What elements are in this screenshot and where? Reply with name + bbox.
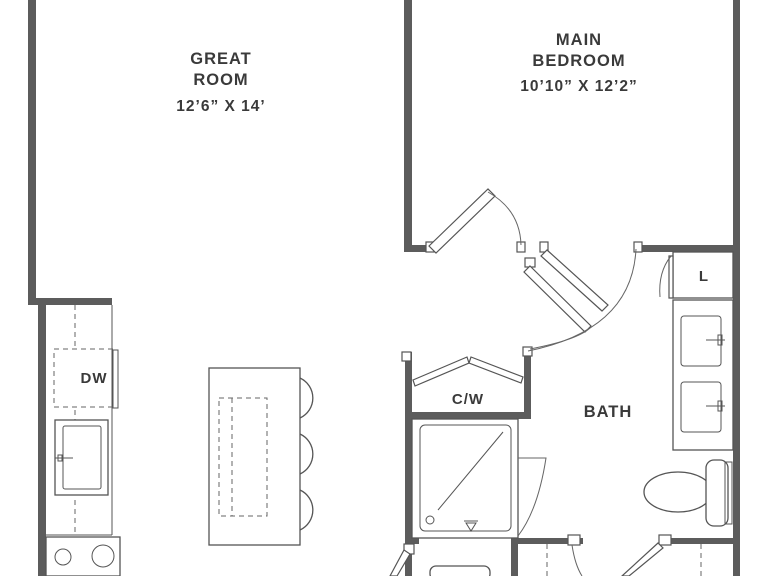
main-bedroom-size: 10’10” X 12’2”	[520, 78, 637, 95]
vanity-sink	[680, 381, 722, 433]
island-outline	[208, 367, 301, 546]
toilet-tank	[705, 459, 729, 527]
door-leaf	[468, 356, 524, 384]
shower-pan-slope	[437, 431, 504, 511]
main-bedroom-name-line1: MAIN	[556, 31, 602, 49]
bar-stool	[299, 489, 314, 531]
wall-closet-left	[405, 352, 412, 576]
kitchen-counter	[46, 305, 113, 536]
great-room-labels: GREAT ROOM 12’6” X 14’	[176, 50, 265, 115]
island-cabinets	[218, 397, 268, 517]
great-room-size: 12’6” X 14’	[176, 98, 265, 115]
wall-cap	[633, 241, 643, 253]
wall-kitchen-left	[38, 305, 46, 576]
stove-burner	[91, 544, 115, 568]
bottom-doors	[389, 542, 664, 576]
bath-door	[523, 248, 637, 352]
toilet-tank-edge	[724, 461, 733, 525]
closet-bifold-doors	[412, 356, 524, 387]
wall-closet-bottom	[405, 412, 531, 419]
wall-cap	[567, 534, 581, 546]
linen-door-swing	[659, 255, 672, 298]
shower-drain-icon	[464, 520, 478, 532]
bar-stool	[299, 433, 314, 475]
walls	[28, 0, 740, 576]
door-leaf	[523, 265, 592, 333]
closet-washer-label: C/W	[452, 391, 484, 408]
vanity-sink	[680, 315, 722, 367]
door-swing	[527, 248, 637, 352]
bath-label: BATH	[584, 403, 633, 421]
wall-cap	[522, 346, 533, 357]
shower-outer	[411, 418, 519, 539]
stove-burner	[54, 548, 72, 566]
dishwasher-outline	[53, 348, 114, 408]
bath: BATH L	[429, 251, 734, 576]
door-leaf	[389, 549, 411, 576]
toilet	[643, 459, 733, 527]
wall-bedroom-bottom-left	[404, 245, 430, 252]
wall-cap	[401, 351, 412, 362]
wall-bedroom-left	[404, 0, 412, 252]
main-bedroom-labels: MAIN BEDROOM 10’10” X 12’2”	[520, 31, 637, 95]
door-leaf	[412, 356, 470, 387]
wall-great-room-left	[28, 0, 36, 305]
shower	[411, 418, 547, 539]
door-swing	[571, 544, 583, 576]
shower-pan	[419, 424, 512, 532]
dishwasher-label: DW	[81, 370, 108, 387]
linen-closet: L	[659, 251, 734, 299]
sink-faucet-knob	[57, 454, 63, 462]
stove-outline	[45, 536, 121, 576]
wall-cap	[539, 241, 549, 253]
vanity-faucet-knob	[717, 400, 723, 412]
wall-great-room-step	[28, 298, 112, 305]
door-swing	[529, 327, 591, 350]
dishwasher: DW	[53, 348, 119, 409]
wall-bath-bottom-mid	[511, 538, 583, 544]
vanity-outline	[672, 299, 734, 451]
door-leaf	[540, 249, 609, 312]
shower-door-swing	[517, 457, 547, 537]
vanity	[672, 299, 734, 451]
kitchen-island	[208, 367, 314, 546]
wall-right-outer	[733, 0, 740, 576]
wall-closet-right	[524, 352, 531, 418]
bath-lower	[429, 544, 702, 576]
dishwasher-handle	[112, 349, 119, 409]
shower-corner	[425, 515, 435, 525]
door-leaf	[428, 188, 496, 254]
closet-washer: C/W	[452, 391, 484, 408]
wall-shower-right	[511, 540, 518, 576]
wall-end-caps	[401, 241, 672, 555]
toilet-bowl	[643, 471, 713, 513]
bedroom-door	[428, 188, 522, 254]
main-bedroom-name-line2: BEDROOM	[532, 52, 625, 70]
wall-cap	[658, 534, 672, 546]
wall-bath-bottom-left	[405, 538, 419, 544]
linen-door-leaf	[668, 255, 674, 299]
door-swing	[487, 191, 522, 246]
wall-bath-bottom-right	[665, 538, 736, 544]
vanity-faucet-knob	[717, 334, 723, 346]
great-room-name-line2: ROOM	[193, 71, 248, 89]
door-leaf	[621, 542, 664, 576]
linen-label: L	[699, 268, 709, 285]
bath-lower-fixture	[429, 565, 491, 576]
range-stove	[45, 536, 121, 576]
bar-stool	[299, 377, 314, 419]
wall-bedroom-bottom-right	[638, 245, 736, 252]
kitchen-sink	[54, 419, 109, 496]
great-room-name-line1: GREAT	[190, 50, 252, 68]
